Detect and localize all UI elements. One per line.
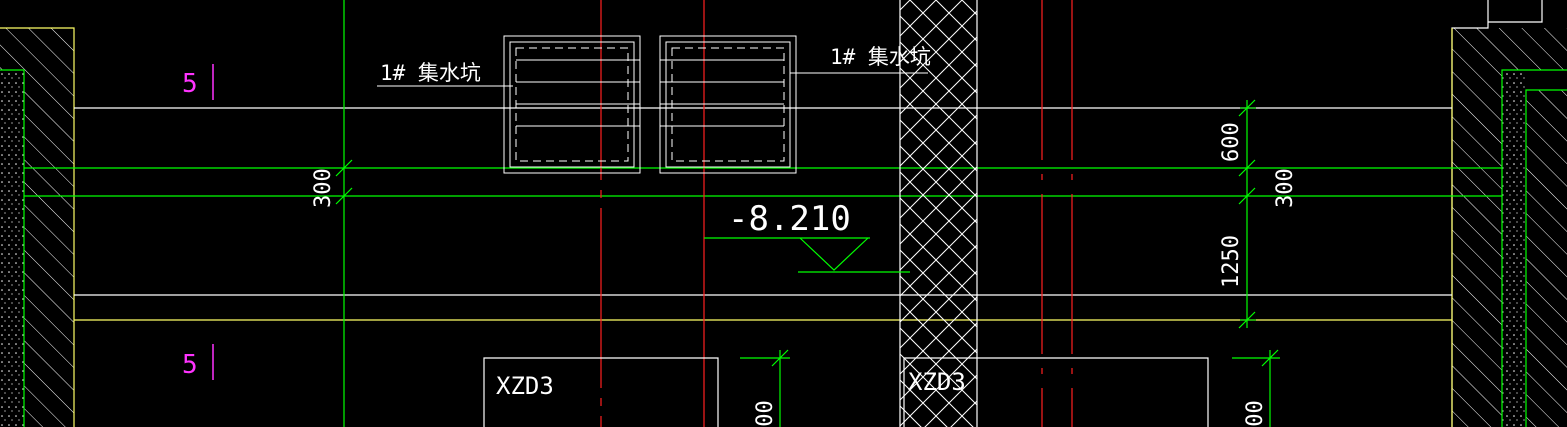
dim-right-600-text: 600 bbox=[1219, 122, 1244, 162]
dim-bottom-left-text: 200 bbox=[753, 400, 778, 427]
dim-bottom-right-text: 200 bbox=[1243, 400, 1268, 427]
beam-left[interactable]: XZD3 bbox=[483, 357, 719, 427]
column-fill bbox=[900, 0, 977, 427]
vertical-lines bbox=[343, 0, 1073, 427]
right-wall-outline-2 bbox=[1488, 0, 1543, 23]
dim-left-300-text: 300 bbox=[311, 168, 336, 208]
dim-right-300-text: 300 bbox=[1273, 168, 1298, 208]
beam-right-name: XZD3 bbox=[908, 368, 966, 396]
elevation-mark: -8.210 bbox=[704, 199, 910, 273]
column-crosshatch bbox=[899, 0, 978, 427]
elevation-text: -8.210 bbox=[728, 199, 851, 239]
left-wall-green-edge bbox=[0, 69, 25, 427]
sump-pit-left[interactable] bbox=[503, 35, 641, 174]
right-wall bbox=[1451, 0, 1567, 427]
dimension-bottom-left: 200 bbox=[740, 349, 790, 427]
sump-pit-right[interactable] bbox=[659, 35, 797, 174]
right-wall-concrete bbox=[1502, 70, 1526, 427]
sump-left-label: 1# 集水坑 bbox=[380, 61, 481, 85]
right-wall-hatch-outer bbox=[1526, 90, 1567, 427]
dimension-bottom-right: 200 bbox=[1232, 349, 1280, 427]
dim-right-1250-text: 1250 bbox=[1219, 235, 1244, 288]
left-wall-concrete bbox=[0, 70, 24, 427]
axis-mark-top: 5 bbox=[182, 69, 198, 99]
right-wall-green-edge bbox=[1501, 69, 1567, 427]
left-wall bbox=[0, 27, 75, 427]
dimension-left-300: 300 bbox=[311, 159, 353, 208]
slab-lines bbox=[24, 107, 1502, 321]
axis-mark-bottom: 5 bbox=[182, 350, 198, 380]
dimension-right-chain: 600 300 1250 bbox=[1219, 99, 1298, 329]
beam-right[interactable]: XZD3 bbox=[903, 357, 1209, 427]
sump-right-label: 1# 集水坑 bbox=[830, 45, 931, 69]
beam-left-name: XZD3 bbox=[496, 372, 554, 400]
left-wall-outline bbox=[0, 27, 75, 427]
right-wall-inner-green bbox=[1525, 89, 1567, 427]
